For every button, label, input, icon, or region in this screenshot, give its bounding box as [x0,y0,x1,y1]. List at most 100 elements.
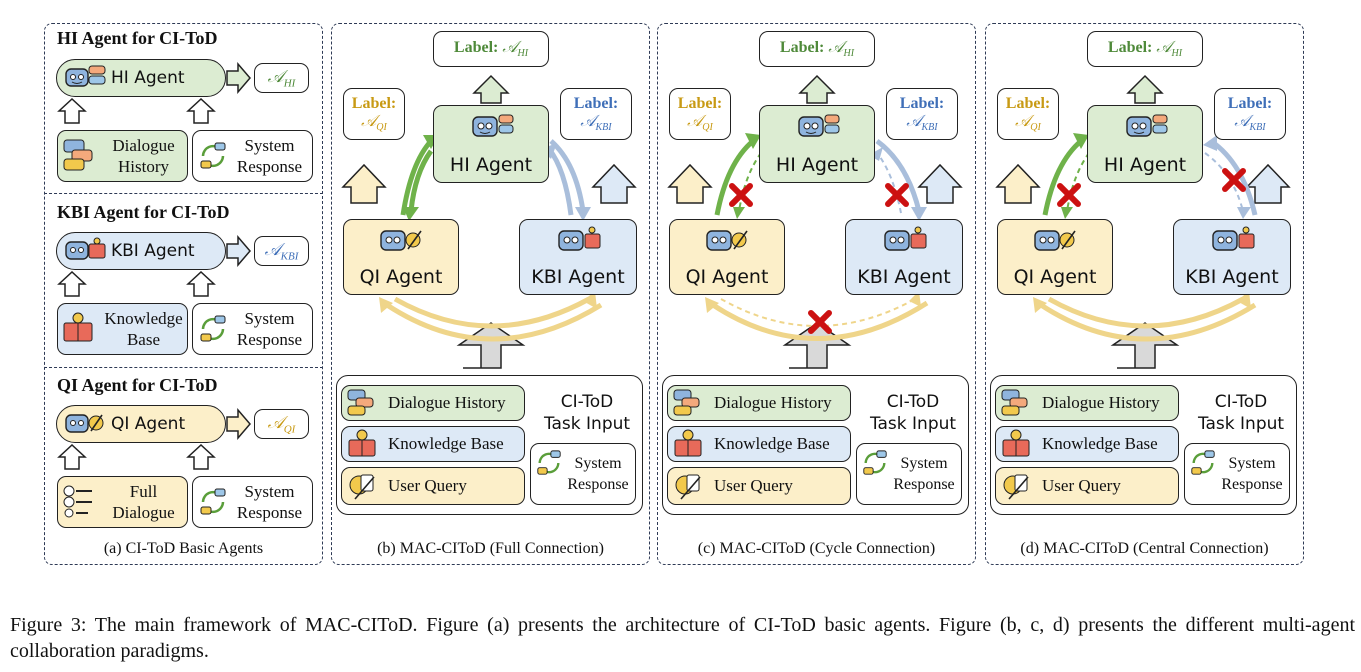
robot-query-icon [706,230,748,251]
qi-to-kbi-head [1237,291,1251,309]
hi-agent-pill-label: HI Agent [111,68,185,88]
book-bulb-icon [1002,429,1030,457]
qi-to-hi-arrow [400,139,433,216]
system-response-kbi-l1: System [244,309,295,328]
system-response-box-hi: System Response [192,130,313,182]
kbi-label-word: Label: [573,94,619,112]
hi-to-qi-arrow [408,149,434,212]
robot-icon [798,114,840,137]
system-response-row: System Response [856,443,962,505]
qi-agent-pill-label: QI Agent [111,414,186,434]
hi-to-qi-arrow [738,152,762,212]
system-response-qi-l2: Response [236,503,303,522]
hi-label-word: Label: [779,38,825,56]
qi-output-symbol: 𝒜 [267,412,284,432]
kbi-to-hi-head [541,143,557,159]
qi-label-sub: QI [1030,122,1041,134]
qi-to-kbi-head [909,291,921,307]
robot-query-icon [65,414,104,433]
qi-label-arrow [667,163,713,204]
kbi-output-arrow [226,235,251,267]
hi-to-kbi-head [575,207,591,221]
book-bulb-icon [63,312,93,342]
input-up-arrow [782,322,852,369]
connection-arrows [341,74,637,369]
qi-to-hi-arrow [714,139,755,216]
refresh-chat-icon [200,142,226,169]
hi-agent-label: HI Agent [775,154,859,176]
panel-caption: (c) MAC-CIToD (Cycle Connection) [697,540,936,557]
refresh-chat-icon [1191,450,1215,475]
hi-agent-label: HI Agent [1103,154,1187,176]
kbi-output-sub: KBI [280,250,299,263]
kbi-label-symbol: 𝒜 [580,112,596,130]
panel-d: Label: 𝒜HI Label: 𝒜QI Label: 𝒜KBI HI Age… [985,23,1304,565]
hi-to-qi-arrow [1066,152,1090,212]
input-up-arrow [1110,322,1180,369]
robot-query-icon [380,230,422,251]
qi-label-box: Label: 𝒜QI [343,88,405,140]
robot-query-icon [1034,230,1076,251]
cross-icon [885,183,909,207]
panel-caption: (b) MAC-CIToD (Full Connection) [377,540,604,557]
kbi-output-box: 𝒜KBI [254,236,309,266]
kbi-input-arrow-left [57,271,87,297]
hi-to-qi-head [1061,207,1073,219]
qi-agent-label: QI Agent [685,266,769,288]
kbi-label-symbol: 𝒜 [1234,112,1250,130]
hi-to-kbi-arrow [1204,152,1244,212]
dialogue-history-label: Dialogue History [714,393,832,412]
connection-arrows [667,74,963,369]
panel-a-divider-2 [44,367,323,368]
hi-label-arrow [798,74,836,104]
kbi-to-hi-arrow [1209,138,1258,216]
hi-label-symbol: 𝒜 [828,38,844,56]
kbi-agent-label: KBI Agent [1185,266,1279,288]
kbi-agent-label: KBI Agent [857,266,951,288]
panel-c: Label: 𝒜HI Label: 𝒜QI Label: 𝒜KBI HI Age… [657,23,976,565]
robot-icon [65,65,106,87]
task-input-l2: Task Input [543,414,631,434]
qi-section-title: QI Agent for CI-ToD [57,375,218,395]
kbi-to-qi-head [379,297,393,313]
kbi-to-qi-arrow [1039,302,1257,342]
qi-label-sub: QI [702,122,713,134]
qi-input-arrow-right [186,444,216,470]
panel-border [657,23,976,565]
hi-to-kbi-head [1237,207,1251,219]
knowledge-base-label: Knowledge Base [714,434,830,453]
hi-label-box: Label: 𝒜HI [433,31,549,67]
connection-arrows [995,74,1291,369]
hi-section-title: HI Agent for CI-ToD [57,28,218,48]
qi-to-hi-arrow [1042,139,1083,216]
system-response-row: System Response [1184,443,1290,505]
task-input-title: CI-ToD Task Input [1189,391,1293,435]
kbi-label-arrow [917,163,963,204]
hi-output-arrow [226,62,251,94]
hi-label-symbol: 𝒜 [502,38,518,56]
kbi-label-box: Label: 𝒜KBI [560,88,632,140]
panel-border [331,23,650,565]
knowledge-base-label: Knowledge Base [388,434,504,453]
kbi-input-arrow-right [186,271,216,297]
dialogue-history-label: Dialogue History [1042,393,1160,412]
system-response-kbi-l2: Response [236,330,303,349]
hi-label-arrow [1126,74,1164,104]
kbi-to-hi-head [1203,135,1217,151]
kbi-agent-label: KBI Agent [531,266,625,288]
qi-agent-label: QI Agent [359,266,443,288]
kbi-to-qi-head [1033,297,1047,313]
chat-bubbles-icon [1001,389,1028,416]
full-dialogue-l1: Full [129,482,158,501]
refresh-chat-icon [200,488,226,515]
knowledge-base-label: Knowledge Base [1042,434,1158,453]
task-input-l1: CI-ToD [1214,392,1268,412]
qi-to-kbi-arrow [393,296,591,329]
hi-agent-label: HI Agent [449,154,533,176]
panel-border [985,23,1304,565]
kbi-agent-pill-label: KBI Agent [111,241,195,261]
hi-label-box: Label: 𝒜HI [759,31,875,67]
input-up-arrow [456,322,526,369]
query-icon [1003,474,1029,500]
panel-b: Label: 𝒜HI Label: 𝒜QI Label: 𝒜KBI HI Age… [331,23,650,565]
